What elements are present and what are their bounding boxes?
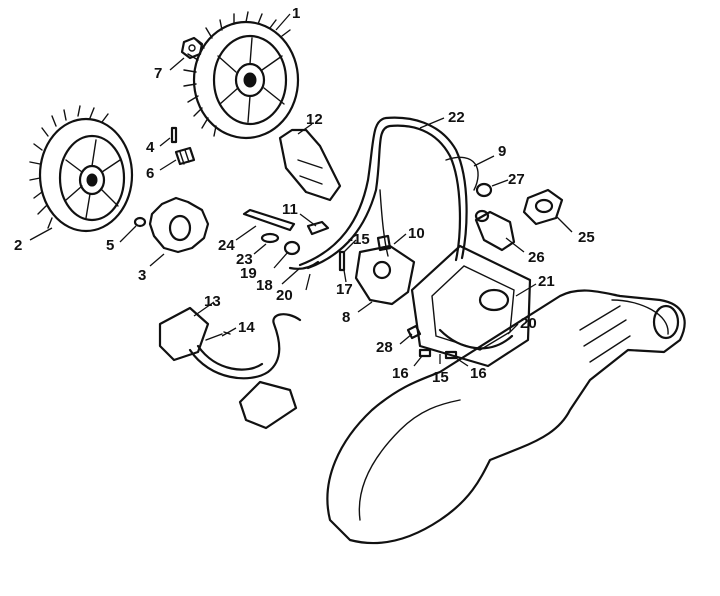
ground-wire-part-18 [288, 260, 320, 270]
callout-27: 27 [508, 171, 525, 188]
callout-18: 18 [256, 277, 273, 294]
ignition-module-part-13 [158, 306, 210, 362]
terminal-part-17 [338, 250, 346, 272]
nut-part-7 [180, 36, 204, 60]
callout-28: 28 [376, 339, 393, 356]
callout-19: 19 [240, 265, 257, 282]
callout-16-left: 16 [392, 365, 409, 382]
engine-housing [326, 289, 686, 545]
leader-lines [29, 13, 573, 367]
callout-10: 10 [408, 225, 425, 242]
ignition-lead-part-14 [188, 313, 302, 430]
callout-24: 24 [218, 237, 235, 254]
washer-part-23 [260, 232, 280, 244]
callout-2: 2 [14, 237, 22, 254]
switch-part-10 [354, 234, 416, 306]
callout-17: 17 [336, 281, 353, 298]
fan-wheel-part-2 [29, 105, 134, 233]
callout-4: 4 [146, 139, 155, 156]
callout-15-bottom: 15 [432, 369, 449, 386]
bolt-part-24 [242, 208, 296, 232]
callout-6: 6 [146, 165, 154, 182]
callout-23: 23 [236, 251, 253, 268]
callout-3: 3 [138, 267, 146, 284]
callout-8: 8 [342, 309, 350, 326]
washer-part-19 [283, 240, 301, 256]
callout-labels: 1 2 3 4 5 6 7 8 9 10 11 12 13 14 -15 15 … [14, 5, 595, 386]
callout-11: 11 [282, 201, 298, 218]
callout-20-left: 20 [276, 287, 293, 304]
wire-harness-part-22 [298, 116, 479, 270]
callout-15-left: -15 [348, 231, 370, 248]
bracket-part-12 [278, 128, 342, 202]
callout-9: 9 [498, 143, 506, 160]
callout-13: 13 [204, 293, 221, 310]
callout-21: 21 [538, 273, 555, 290]
callout-14: 14 [238, 319, 255, 336]
grommet-part-27 [475, 182, 493, 198]
callout-20-right: 20 [520, 315, 537, 332]
callout-26: 26 [528, 249, 545, 266]
washer-part-5 [133, 216, 147, 228]
callout-16-right: 16 [470, 365, 487, 382]
flywheel-part-1 [183, 11, 300, 140]
callout-5: 5 [106, 237, 114, 254]
callout-1: 1 [292, 5, 300, 22]
callout-7: 7 [154, 65, 162, 82]
elbow-part-26 [474, 209, 516, 252]
screw-part-4 [170, 126, 178, 144]
spring-part-6 [174, 146, 196, 166]
callout-25: 25 [578, 229, 595, 246]
callout-12: 12 [306, 111, 323, 128]
callout-22: 22 [448, 109, 465, 126]
plug-part-25 [522, 188, 564, 226]
clip-part-11 [306, 220, 330, 236]
wire-part-20b [438, 328, 514, 350]
pawl-carrier-part-3 [148, 196, 210, 254]
